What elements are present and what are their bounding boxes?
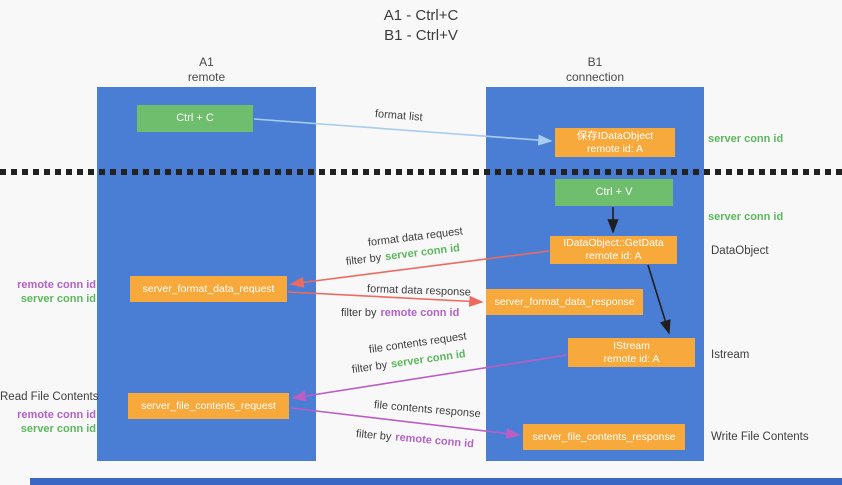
server-conn-id-label-2: server conn id [20, 423, 96, 435]
server-format-data-request-node: server_format_data_request [130, 276, 287, 302]
server-conn-id-label-1: server conn id [20, 293, 96, 305]
diagram-title: A1 - Ctrl+C B1 - Ctrl+V [0, 6, 842, 46]
lane-a1-subtitle: remote [187, 70, 226, 84]
istream-side-label: Istream [711, 349, 750, 361]
server-file-contents-request-label: server_file_contents_request [141, 399, 276, 412]
istream-line1: IStream [613, 339, 650, 352]
write-file-contents-label: Write File Contents [711, 431, 809, 443]
ctrl-v-label: Ctrl + V [595, 186, 633, 198]
remote-conn-id-label-2: remote conn id [17, 409, 96, 421]
read-file-contents-label: Read File Contents [0, 391, 99, 403]
ctrl-v-node: Ctrl + V [555, 179, 673, 206]
session-divider [0, 169, 842, 175]
filter-by-text: filter by [345, 251, 382, 268]
save-idataobject-line1: 保存IDataObject [576, 129, 654, 142]
server-format-data-response-node: server_format_data_response [486, 289, 643, 315]
title-line-2: B1 - Ctrl+V [384, 27, 458, 44]
title-line-1: A1 - Ctrl+C [383, 7, 459, 24]
istream-node: IStream remote id: A [568, 338, 695, 367]
remote-conn-id-label-1: remote conn id [17, 279, 96, 291]
file-contents-response-label: file contents response [373, 399, 482, 421]
server-conn-id-label-mid: server conn id [708, 211, 784, 223]
format-list-label: format list [374, 108, 424, 124]
bottom-window-edge [30, 478, 842, 485]
getdata-node: IDataObject::GetData remote id: A [550, 236, 677, 264]
filter-by-text: filter by [355, 428, 392, 444]
filter-by-text: filter by [351, 359, 388, 376]
getdata-line2: remote id: A [585, 250, 642, 262]
lane-b1-subtitle: connection [565, 70, 625, 84]
lane-b1-name: B1 [587, 55, 603, 69]
istream-line2: remote id: A [603, 352, 660, 365]
lane-b1-header: B1 connection [486, 55, 704, 85]
filter-by-text: filter by [341, 307, 377, 319]
server-file-contents-request-node: server_file_contents_request [128, 393, 289, 419]
save-idataobject-line2: remote id: A [586, 142, 644, 155]
filter-remote-conn-id-value: remote conn id [394, 431, 475, 451]
lane-a1-header: A1 remote [97, 55, 316, 85]
ctrl-c-label: Ctrl + C [176, 112, 214, 124]
ctrl-c-node: Ctrl + C [137, 105, 253, 132]
getdata-line1: IDataObject::GetData [563, 237, 664, 249]
server-file-contents-response-node: server_file_contents_response [523, 424, 685, 450]
dataobject-label: DataObject [711, 245, 769, 257]
server-format-data-response-label: server_format_data_response [494, 295, 635, 308]
server-format-data-request-label: server_format_data_request [142, 282, 275, 295]
format-data-response-label: format data response [366, 283, 472, 299]
lane-a1-name: A1 [199, 55, 214, 69]
server-conn-id-label-top: server conn id [708, 133, 784, 145]
save-idataobject-node: 保存IDataObject remote id: A [555, 128, 675, 157]
server-file-contents-response-label: server_file_contents_response [532, 430, 676, 443]
filter-remote-conn-id-value: remote conn id [380, 307, 460, 319]
